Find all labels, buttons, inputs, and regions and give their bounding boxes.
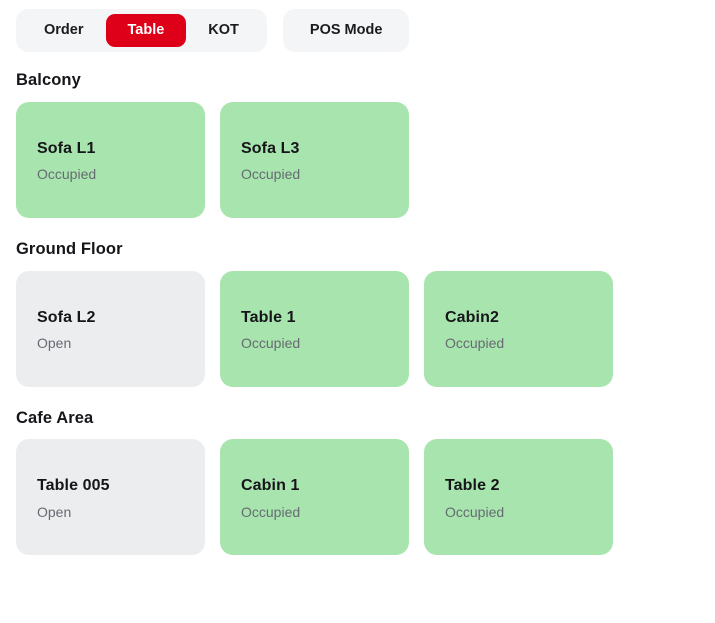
primary-tab-group: Order Table KOT [16, 9, 267, 52]
table-card-title: Cabin 1 [241, 477, 300, 495]
table-card-row: Sofa L1 Occupied Sofa L3 Occupied [16, 101, 699, 232]
table-card[interactable]: Sofa L2 Open [16, 270, 205, 387]
tab-kot[interactable]: KOT [186, 14, 261, 47]
tab-pos-mode[interactable]: POS Mode [289, 14, 404, 47]
section-title: Cafe Area [16, 408, 94, 427]
table-card-status: Open [37, 503, 72, 520]
table-card-title: Table 2 [445, 477, 500, 495]
table-card-title: Table 005 [37, 477, 110, 495]
table-card[interactable]: Table 005 Open [16, 439, 205, 556]
table-card[interactable]: Sofa L3 Occupied [220, 101, 409, 218]
section-balcony: Balcony Sofa L1 Occupied Sofa L3 Occupie… [0, 63, 715, 232]
table-card-status: Occupied [445, 503, 505, 520]
table-card[interactable]: Cabin 1 Occupied [220, 439, 409, 556]
table-card-title: Sofa L3 [241, 139, 300, 157]
table-card[interactable]: Table 1 Occupied [220, 270, 409, 387]
table-card-status: Occupied [241, 166, 301, 183]
section-title: Ground Floor [16, 239, 123, 258]
table-card-row: Sofa L2 Open Table 1 Occupied Cabin2 Occ… [16, 270, 699, 401]
table-card-title: Cabin2 [445, 308, 499, 326]
table-card[interactable]: Sofa L1 Occupied [16, 101, 205, 218]
tab-table[interactable]: Table [105, 14, 187, 47]
table-card-title: Table 1 [241, 308, 296, 326]
table-card[interactable]: Table 2 Occupied [424, 439, 613, 556]
view-mode-tabbar: Order Table KOT POS Mode [16, 9, 410, 52]
table-card-title: Sofa L2 [37, 308, 96, 326]
table-card-status: Occupied [37, 166, 97, 183]
table-sections: Balcony Sofa L1 Occupied Sofa L3 Occupie… [0, 63, 715, 569]
table-card-status: Occupied [445, 334, 505, 351]
section-title: Balcony [16, 71, 81, 89]
table-card-status: Occupied [241, 334, 301, 351]
table-card[interactable]: Cabin2 Occupied [424, 270, 613, 387]
section-ground-floor: Ground Floor Sofa L2 Open Table 1 Occupi… [0, 232, 715, 401]
section-cafe-area: Cafe Area Table 005 Open Cabin 1 Occupie… [0, 401, 715, 570]
tab-order[interactable]: Order [22, 14, 106, 47]
table-card-status: Open [37, 334, 72, 351]
secondary-tab-group: POS Mode [282, 9, 410, 52]
table-card-status: Occupied [241, 503, 301, 520]
table-card-title: Sofa L1 [37, 139, 96, 157]
table-card-row: Table 005 Open Cabin 1 Occupied Table 2 … [16, 439, 699, 569]
